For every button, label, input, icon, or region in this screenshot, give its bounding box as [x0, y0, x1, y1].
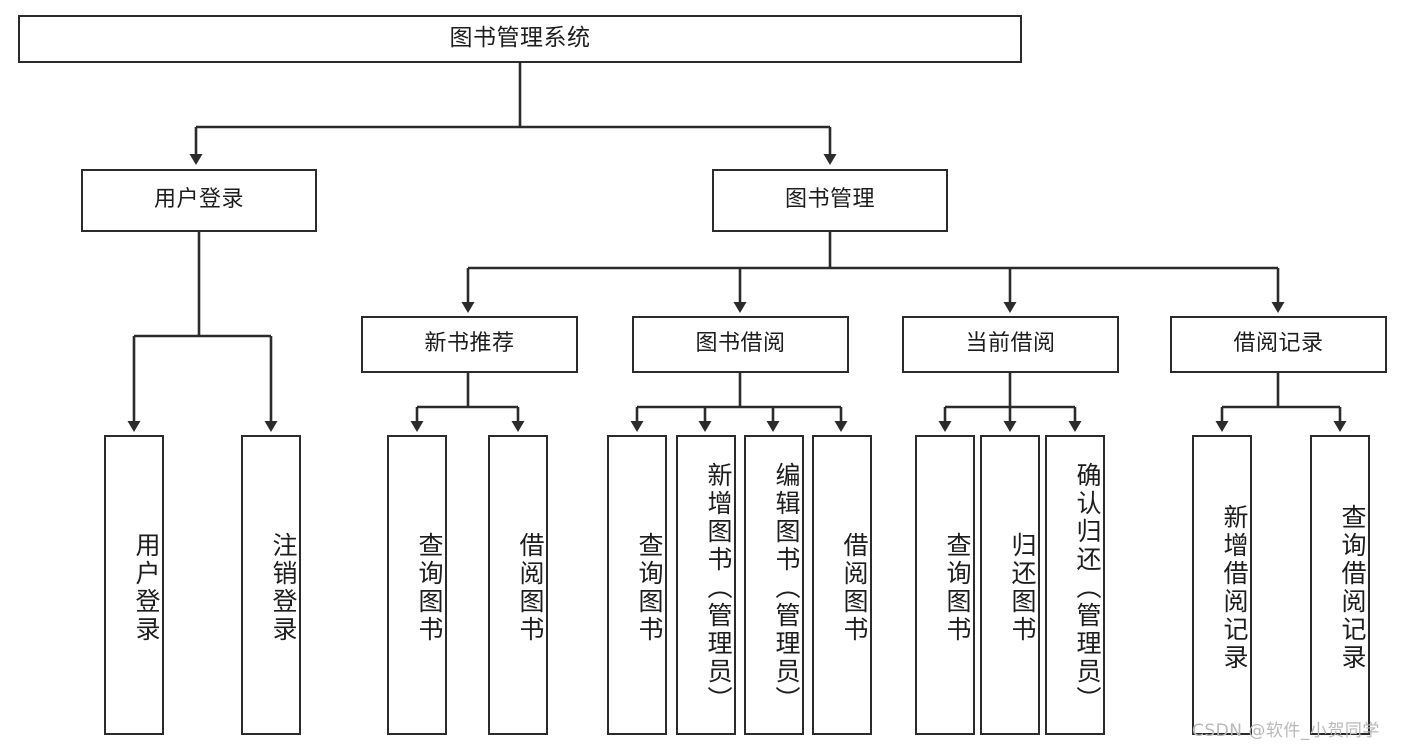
node-label: 借阅图书 [516, 532, 545, 644]
node-label: 归还图书 [1008, 532, 1037, 644]
node-user-login[interactable]: 用户登录 [81, 169, 317, 232]
node-label: 借阅记录 [1233, 331, 1324, 357]
node-label: 查询借阅记录 [1338, 504, 1367, 672]
node-label: 新增借阅记录 [1220, 504, 1249, 672]
node-label: 用户登录 [132, 532, 161, 644]
node-borrow-record[interactable]: 借阅记录 [1170, 316, 1387, 373]
node-leaf-add-borrow-record[interactable]: 新增借阅记录 [1192, 435, 1252, 735]
node-label: 查询图书 [415, 532, 444, 644]
node-label: 图书管理系统 [449, 25, 591, 52]
node-label: 图书借阅 [695, 331, 786, 357]
node-leaf-query-book-recommend[interactable]: 查询图书 [387, 435, 447, 735]
node-label: 新增图书（管理员） [704, 462, 733, 714]
node-leaf-user-logout[interactable]: 注销登录 [241, 435, 301, 735]
node-label: 当前借阅 [965, 331, 1056, 357]
node-label: 图书管理 [784, 187, 875, 213]
node-label: 查询图书 [943, 532, 972, 644]
node-label: 新书推荐 [424, 331, 515, 357]
node-label: 注销登录 [269, 532, 298, 644]
node-label: 用户登录 [153, 187, 244, 213]
node-leaf-query-book-borrow[interactable]: 查询图书 [607, 435, 667, 735]
node-label: 查询图书 [635, 532, 664, 644]
node-label: 借阅图书 [840, 532, 869, 644]
node-label: 确认归还（管理员） [1073, 462, 1102, 714]
node-leaf-borrow-book-recommend[interactable]: 借阅图书 [488, 435, 548, 735]
node-leaf-confirm-return[interactable]: 确认归还（管理员） [1045, 435, 1105, 735]
node-leaf-query-borrow-record[interactable]: 查询借阅记录 [1310, 435, 1370, 735]
node-leaf-user-login[interactable]: 用户登录 [104, 435, 164, 735]
node-new-book-recommend[interactable]: 新书推荐 [361, 316, 578, 373]
node-leaf-borrow-book[interactable]: 借阅图书 [812, 435, 872, 735]
node-leaf-add-book[interactable]: 新增图书（管理员） [676, 435, 736, 735]
node-leaf-query-book-current[interactable]: 查询图书 [915, 435, 975, 735]
node-root-book-management-system[interactable]: 图书管理系统 [18, 15, 1022, 63]
node-book-manage[interactable]: 图书管理 [712, 169, 948, 232]
node-leaf-return-book[interactable]: 归还图书 [980, 435, 1040, 735]
node-current-borrow[interactable]: 当前借阅 [902, 316, 1119, 373]
node-book-borrow[interactable]: 图书借阅 [632, 316, 849, 373]
csdn-watermark: CSDN @软件_小贺同学 [1192, 721, 1380, 741]
node-leaf-edit-book[interactable]: 编辑图书（管理员） [744, 435, 804, 735]
node-label: 编辑图书（管理员） [772, 462, 801, 714]
